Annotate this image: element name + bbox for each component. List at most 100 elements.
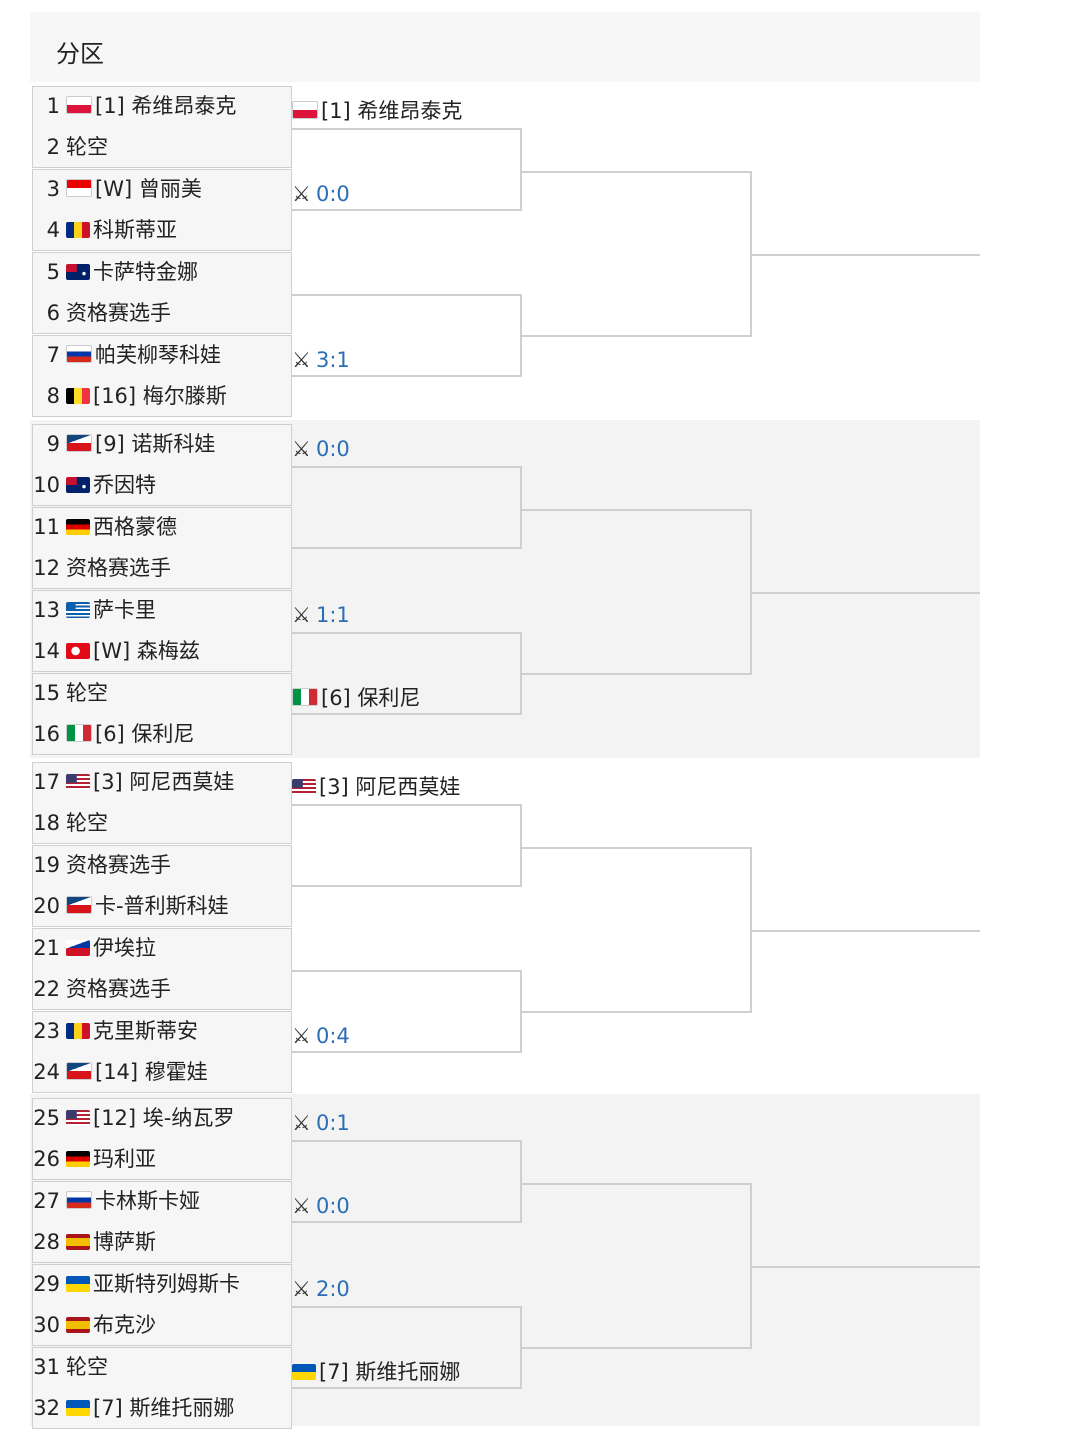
player-row[interactable]: 8[16] 梅尔滕斯: [32, 376, 227, 417]
match-score[interactable]: ⚔1:1: [292, 600, 350, 630]
player-name: 资格赛选手: [66, 301, 171, 325]
australia-flag-icon: [66, 264, 90, 280]
germany-flag-icon: [66, 519, 90, 535]
match-score[interactable]: ⚔0:0: [292, 1191, 350, 1221]
player-name: 克里斯蒂安: [93, 1019, 198, 1043]
player-name: 轮空: [66, 135, 108, 159]
player-name: [6] 保利尼: [321, 686, 421, 710]
player-name: 资格赛选手: [66, 556, 171, 580]
belgium-flag-icon: [66, 388, 90, 404]
score-value: 0:0: [316, 1194, 350, 1218]
score-value: 0:4: [316, 1024, 350, 1048]
player-name: 卡-普利斯科娃: [95, 894, 229, 918]
italy-flag-icon: [292, 688, 318, 706]
bracket-connector: [752, 254, 980, 256]
draw-number: 17: [33, 770, 60, 794]
czech-flag-icon: [66, 896, 92, 914]
match-score[interactable]: ⚔0:0: [292, 179, 350, 209]
player-row[interactable]: 1[1] 希维昂泰克: [32, 86, 237, 127]
player-name: 萨卡里: [93, 598, 156, 622]
versus-icon: ⚔: [292, 1194, 311, 1218]
bracket-connector: [292, 294, 522, 377]
draw-number: 6: [46, 301, 60, 325]
draw-number: 4: [46, 218, 60, 242]
bracket-connector: [292, 466, 522, 549]
bracket-connector: [752, 930, 980, 932]
player-name: [9] 诺斯科娃: [95, 432, 216, 456]
player-row[interactable]: 32[7] 斯维托丽娜: [32, 1388, 234, 1429]
versus-icon: ⚔: [292, 348, 311, 372]
draw-number: 7: [46, 343, 60, 367]
match-score[interactable]: ⚔2:0: [292, 1274, 350, 1304]
bracket-connector: [752, 1266, 980, 1268]
draw-number: 28: [33, 1230, 60, 1254]
player-name: [7] 斯维托丽娜: [93, 1396, 235, 1420]
match-score[interactable]: ⚔0:1: [292, 1108, 350, 1138]
bracket-connector: [522, 171, 752, 337]
section-header: 分区: [30, 12, 980, 82]
draw-number: 30: [33, 1313, 60, 1337]
player-name: 资格赛选手: [66, 853, 171, 877]
draw-number: 20: [33, 894, 60, 918]
player-name: 伊埃拉: [93, 936, 156, 960]
draw-number: 18: [33, 811, 60, 835]
draw-number: 23: [33, 1019, 60, 1043]
player-row[interactable]: 14[W] 森梅兹: [32, 631, 200, 672]
player-name: [7] 斯维托丽娜: [319, 1360, 461, 1384]
player-row[interactable]: 23 克里斯蒂安: [32, 1011, 198, 1052]
bracket-connector: [292, 1140, 522, 1223]
spain-flag-icon: [66, 1317, 90, 1333]
player-name: 科斯蒂亚: [93, 218, 177, 242]
player-name: [W] 森梅兹: [93, 639, 200, 663]
player-row[interactable]: 30 布克沙: [32, 1305, 156, 1346]
draw-number: 29: [33, 1272, 60, 1296]
player-row[interactable]: 3[W] 曾丽美: [32, 169, 202, 210]
player-row[interactable]: 4 科斯蒂亚: [32, 210, 177, 251]
bracket-connector: [292, 804, 522, 887]
player-name: 玛利亚: [93, 1147, 156, 1171]
player-row[interactable]: 24[14] 穆霍娃: [32, 1052, 208, 1093]
match-score[interactable]: ⚔0:0: [292, 434, 350, 464]
draw-number: 15: [33, 681, 60, 705]
player-row[interactable]: 17[3] 阿尼西莫娃: [32, 762, 234, 803]
player-row[interactable]: 29 亚斯特列姆斯卡: [32, 1264, 240, 1305]
player-name: 布克沙: [93, 1313, 156, 1337]
versus-icon: ⚔: [292, 437, 311, 461]
advancing-player: [7] 斯维托丽娜: [292, 1357, 460, 1387]
player-name: [3] 阿尼西莫娃: [319, 775, 461, 799]
draw-number: 9: [46, 432, 60, 456]
match-score[interactable]: ⚔3:1: [292, 345, 350, 375]
player-name: 乔因特: [93, 473, 156, 497]
draw-number: 22: [33, 977, 60, 1001]
player-name: [16] 梅尔滕斯: [93, 384, 227, 408]
ukraine-flag-icon: [292, 1364, 316, 1380]
player-row[interactable]: 20 卡-普利斯科娃: [32, 886, 229, 927]
player-name: 亚斯特列姆斯卡: [93, 1272, 240, 1296]
usa-flag-icon: [66, 774, 90, 790]
draw-number: 25: [33, 1106, 60, 1130]
player-row[interactable]: 25[12] 埃-纳瓦罗: [32, 1098, 234, 1139]
player-row[interactable]: 16[6] 保利尼: [32, 714, 194, 755]
bracket-connector: [522, 847, 752, 1013]
advancing-player: [3] 阿尼西莫娃: [292, 772, 460, 802]
match-score[interactable]: ⚔0:4: [292, 1021, 350, 1051]
versus-icon: ⚔: [292, 1111, 311, 1135]
player-row[interactable]: 9 [9] 诺斯科娃: [32, 424, 216, 465]
